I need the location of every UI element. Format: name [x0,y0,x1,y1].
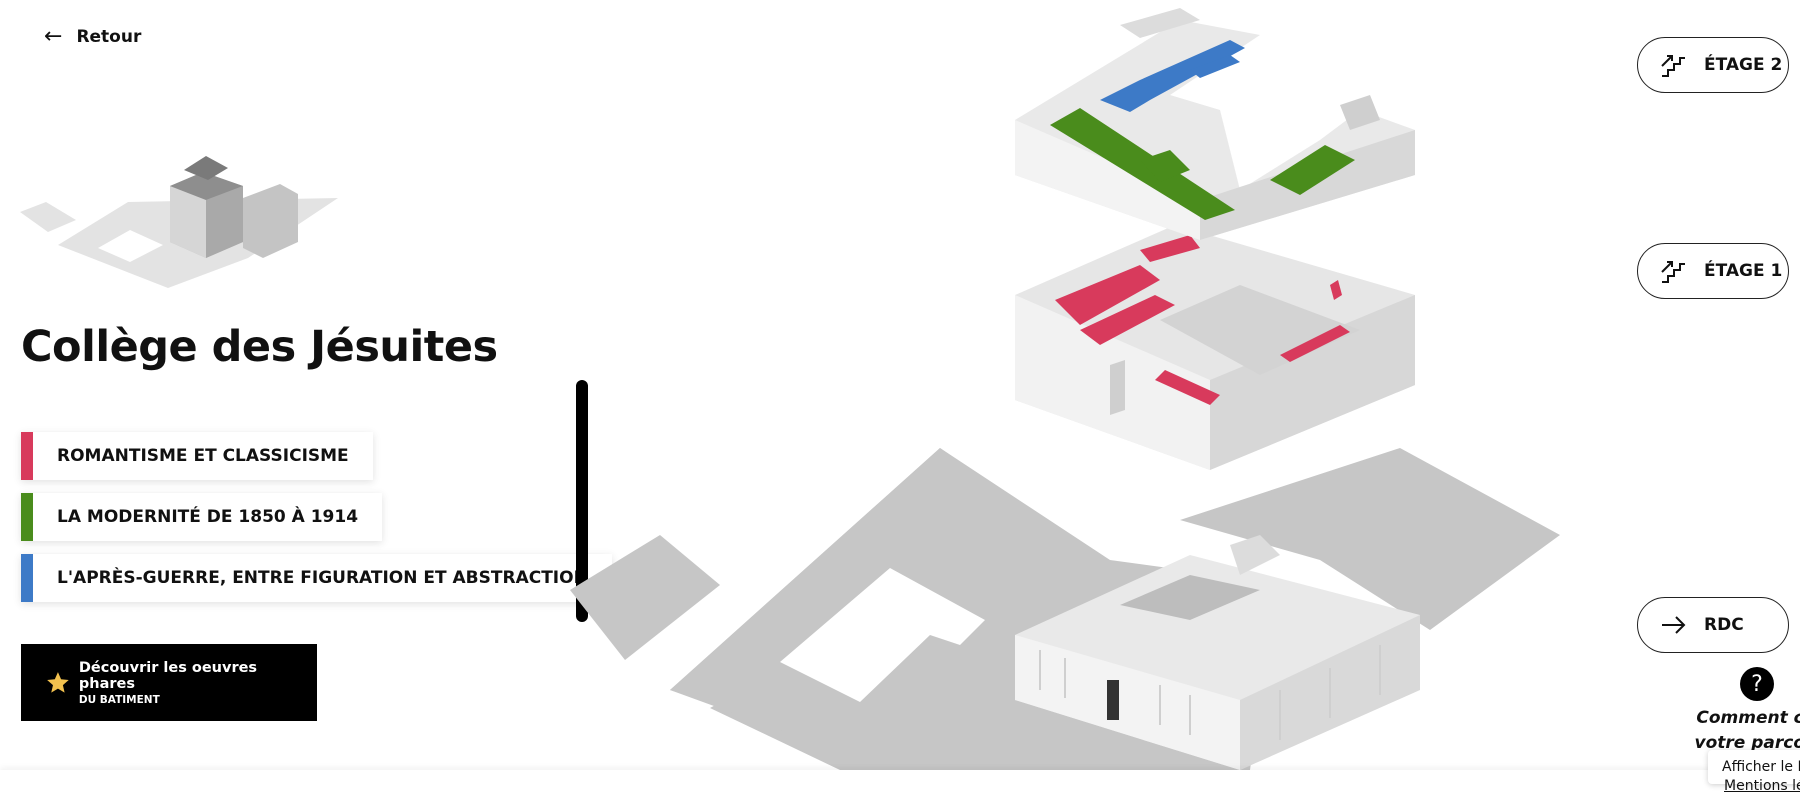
legend-label: LA MODERNITÉ DE 1850 À 1914 [57,507,359,527]
back-button[interactable]: ← Retour [44,26,141,48]
legend-item-romantisme[interactable]: ROMANTISME ET CLASSICISME [21,432,373,480]
floor-1[interactable] [1015,225,1415,470]
floor-2[interactable] [1015,8,1415,240]
help-line2: votre parcour [1694,733,1800,753]
back-label: Retour [76,27,142,47]
legal-link[interactable]: Mentions lé [1724,778,1800,794]
floor-button-etage-2[interactable]: ÉTAGE 2 [1637,37,1789,93]
discover-text: Découvrir les oeuvres phares DU BATIMENT [79,660,317,706]
scrollbar-thumb[interactable] [576,380,588,622]
ground-plane [570,448,1560,770]
building-thumbnail [20,156,338,288]
show-footer-button[interactable]: Afficher le B [1708,750,1800,784]
floor-label: RDC [1704,615,1744,635]
star-icon [47,671,69,693]
ground-floor[interactable] [1015,535,1420,770]
legend-item-modernite[interactable]: LA MODERNITÉ DE 1850 À 1914 [21,493,383,541]
floor-button-rdc[interactable]: RDC [1637,597,1789,653]
stairs-up-icon [1661,55,1685,77]
legend-color-swatch [21,493,33,541]
floor-button-etage-1[interactable]: ÉTAGE 1 [1637,243,1789,299]
arrow-left-icon: ← [44,24,63,49]
stairs-up-icon [1661,261,1685,283]
discover-line1: Découvrir les oeuvres phares [78,659,258,692]
help-line1: Comment cré [1696,708,1800,728]
discover-highlights-button[interactable]: Découvrir les oeuvres phares DU BATIMENT [21,644,317,721]
floor-label: ÉTAGE 2 [1704,55,1783,75]
legend-label: L'APRÈS-GUERRE, ENTRE FIGURATION ET ABST… [57,568,588,588]
legend-color-swatch [21,432,33,480]
footer-bar [0,770,1800,798]
legend-color-swatch [21,554,33,602]
legend-item-apres-guerre[interactable]: L'APRÈS-GUERRE, ENTRE FIGURATION ET ABST… [21,554,612,602]
page-title: Collège des Jésuites [21,322,498,372]
legend-label: ROMANTISME ET CLASSICISME [57,446,349,466]
discover-line2: DU BATIMENT [78,693,160,706]
help-icon[interactable]: ? [1740,667,1774,701]
help-text[interactable]: Comment cré votre parcour [1690,706,1800,756]
arrow-right-icon [1662,616,1686,634]
building-floor-map[interactable] [540,0,1620,798]
floor-label: ÉTAGE 1 [1704,261,1783,281]
